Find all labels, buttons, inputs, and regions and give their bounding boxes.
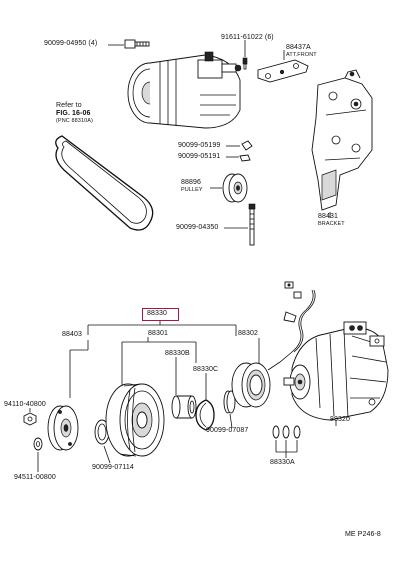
shim-icon	[223, 390, 236, 414]
part-label-88320[interactable]: 88320	[330, 416, 350, 423]
part-sublabel-att-front: ATT.FRONT	[286, 52, 317, 58]
part-label-90099-05199[interactable]: 90099-05199	[178, 142, 221, 149]
part-label-88431[interactable]: 88431	[318, 213, 338, 220]
washer-icon	[33, 437, 43, 451]
long-bolt-icon	[248, 203, 256, 246]
o-ring-icon	[272, 425, 301, 439]
reference-fig-link[interactable]: FIG. 16-06	[56, 110, 91, 117]
pulley-rotor-icon	[105, 383, 165, 457]
clip-icon	[239, 140, 253, 162]
part-label-88330a[interactable]: 88330A	[270, 459, 295, 466]
reference-pnc-label: (PNC 88310A)	[56, 118, 93, 124]
part-label-88437a[interactable]: 88437A	[286, 44, 311, 51]
bracket-icon	[311, 69, 373, 211]
part-label-90099-04950[interactable]: 90099-04950 (4)	[44, 40, 98, 47]
part-label-90099-07114[interactable]: 90099-07114	[92, 464, 134, 471]
part-label-90099-04350[interactable]: 90099-04350	[176, 224, 219, 231]
highlighted-part-box[interactable]	[142, 308, 179, 321]
drive-belt-icon	[55, 135, 154, 231]
part-label-94110-40800[interactable]: 94110-40800	[4, 401, 46, 408]
wire-connector-icon	[283, 281, 316, 353]
part-label-94511-00800[interactable]: 94511-00800	[14, 474, 56, 481]
part-label-90099-05191[interactable]: 90099-05191	[178, 153, 221, 160]
field-coil-icon	[231, 351, 293, 408]
attachment-bracket-icon	[257, 59, 309, 83]
part-sublabel-bracket: BRACKET	[318, 221, 345, 227]
pulley-icon	[222, 173, 248, 203]
bolt-icon	[124, 39, 150, 49]
clutch-hub-icon	[47, 405, 79, 451]
bearing-icon	[171, 395, 197, 419]
small-bolt-icon	[242, 57, 248, 70]
snap-ring-icon	[195, 399, 215, 431]
compressor-body-icon	[283, 321, 389, 421]
part-label-88302[interactable]: 88302	[238, 330, 258, 337]
page-footer-code: ME P246-8	[345, 531, 381, 538]
part-sublabel-pulley: PULLEY	[181, 187, 203, 193]
part-label-88403[interactable]: 88403	[62, 331, 82, 338]
part-label-88330[interactable]: 88330	[147, 310, 167, 317]
reference-label: Refer to	[56, 102, 82, 109]
compressor-assembly-icon	[127, 51, 242, 129]
part-label-88330b[interactable]: 88330B	[165, 350, 190, 357]
part-label-88896[interactable]: 88896	[181, 179, 201, 186]
nut-icon	[23, 412, 37, 426]
part-label-90099-07087[interactable]: 90099-07087	[206, 427, 249, 434]
part-label-88301[interactable]: 88301	[148, 330, 168, 337]
part-label-91611-61022[interactable]: 91611-61022 (6)	[221, 34, 274, 41]
part-label-88330c[interactable]: 88330C	[193, 366, 219, 373]
grouping-lines	[69, 320, 260, 400]
grouping-lines	[275, 440, 298, 458]
